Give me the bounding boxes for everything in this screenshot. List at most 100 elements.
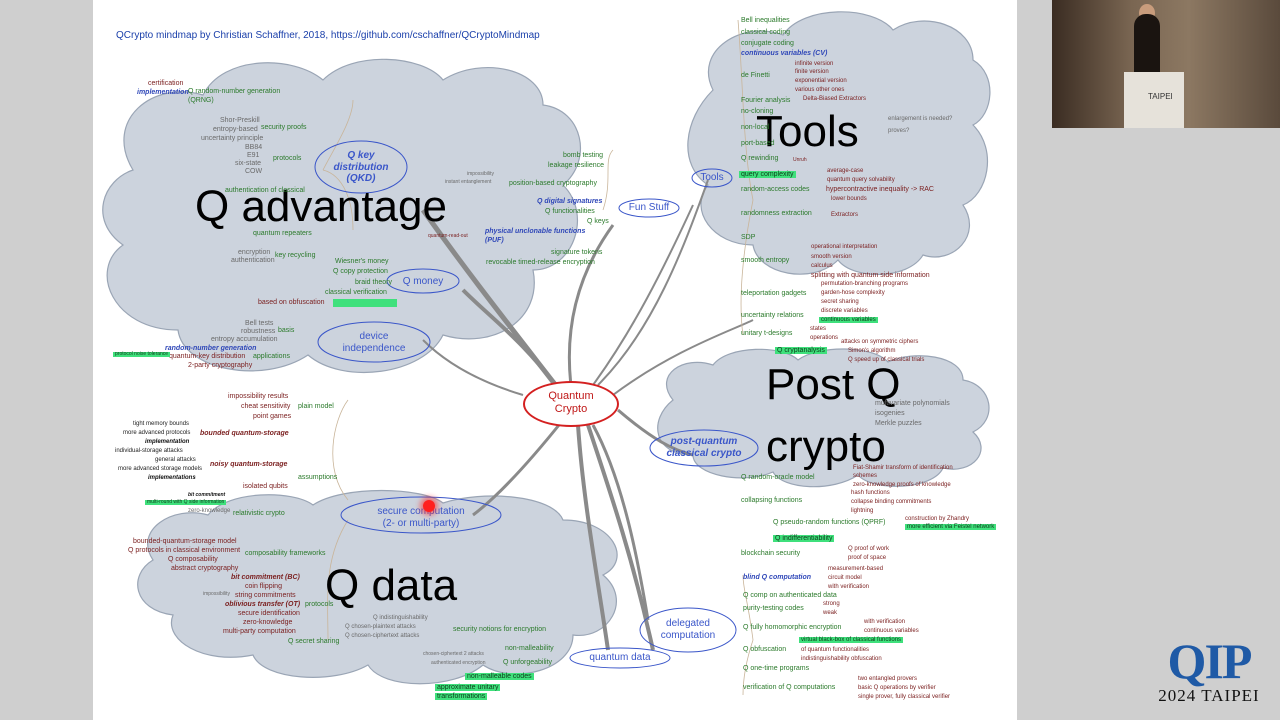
leaf-quantum-readout: quantum-read-out bbox=[428, 233, 468, 239]
leaf-blockchain: blockchain security bbox=[741, 550, 801, 557]
leaf-discrete-vars: discrete variables bbox=[821, 308, 868, 314]
leaf-basic-q-ops: basic Q operations by verifier bbox=[858, 685, 936, 691]
leaf-query-complexity: query complexity bbox=[739, 171, 796, 178]
leaf-uncertainty-rel: uncertainty relations bbox=[741, 312, 804, 319]
podium-logo: TAIPEI bbox=[1148, 92, 1173, 101]
leaf-composability: composability frameworks bbox=[245, 550, 326, 557]
leaf-bqsm: bounded quantum-storage bbox=[200, 430, 289, 437]
leaf-continuous-vars: continuous variables bbox=[819, 317, 878, 323]
leaf-virtual-black-box: virtual black-box of classical functions bbox=[799, 637, 904, 643]
leaf-entropy-based: entropy-based bbox=[213, 126, 258, 133]
leaf-collapse-binding: collapse binding commitments bbox=[851, 499, 932, 505]
leaf-simons: Simon's algorithm bbox=[848, 348, 896, 354]
leaf-based-on-obf: based on obfuscation bbox=[258, 299, 325, 306]
node-ellipses bbox=[314, 140, 759, 669]
leaf-authentication: authentication bbox=[231, 257, 275, 264]
leaf-secret-sharing: secret sharing bbox=[821, 299, 859, 305]
heading-q-advantage: Q advantage bbox=[195, 182, 447, 231]
leaf-operational-interp: operational interpretation bbox=[811, 244, 878, 250]
node-deleg-line-1: delegated bbox=[666, 618, 710, 629]
leaf-two-provers: two entangled provers bbox=[858, 676, 918, 682]
leaf-bit-commitment: bit commitment bbox=[188, 492, 226, 498]
leaf-one-time-programs: Q one-time programs bbox=[743, 665, 810, 672]
leaf-verification-q: verification of Q computations bbox=[743, 684, 836, 691]
leaf-q-functionalities: Q functionalities bbox=[545, 208, 595, 215]
branch-lines bbox=[420, 179, 754, 651]
leaf-uncertainty: uncertainty principle bbox=[201, 135, 264, 142]
leaf-key-recycling: key recycling bbox=[275, 252, 316, 259]
node-post-quantum: post-quantum classical crypto bbox=[651, 436, 757, 459]
leaf-q-composability: Q composability bbox=[168, 556, 218, 563]
leaf-more-advanced: more advanced protocols bbox=[123, 430, 191, 436]
node-sc-line-1: secure computation bbox=[377, 506, 465, 517]
leaf-perm-branching: permutation-branching programs bbox=[821, 281, 909, 287]
leaf-unitary-t: unitary t-designs bbox=[741, 330, 793, 337]
leaf-q-speed-up: Q speed up of classical trials bbox=[848, 357, 925, 363]
leaf-q-keys: Q keys bbox=[587, 218, 609, 225]
leaf-highlight-money bbox=[333, 299, 397, 307]
leaf-zero-knowledge: zero-knowledge bbox=[188, 508, 231, 514]
leaf-certification: certification bbox=[148, 80, 184, 87]
leaf-purity-testing: purity-testing codes bbox=[743, 605, 804, 612]
leaf-zhandry: construction by Zhandry bbox=[905, 516, 970, 522]
leaf-q-copy-protection: Q copy protection bbox=[333, 268, 388, 275]
leaf-operations: operations bbox=[810, 335, 839, 341]
leaf-implementations: implementations bbox=[148, 475, 196, 481]
leaf-q-indist: Q indistinguishability bbox=[373, 615, 428, 621]
leaf-no-cloning: no-cloning bbox=[741, 108, 774, 115]
leaf-cow: COW bbox=[245, 168, 263, 175]
leaf-chosen-ciphertext2: chosen-ciphertext 2 attacks bbox=[423, 651, 484, 657]
leaf-security-notions: security notions for encryption bbox=[453, 626, 546, 633]
leaf-general-attacks: general attacks bbox=[155, 457, 196, 463]
slide: QCrypto mindmap by Christian Schaffner, … bbox=[93, 0, 1017, 720]
leaf-non-local: non-local bbox=[741, 124, 770, 131]
leaf-qrng2: (QRNG) bbox=[188, 97, 214, 104]
node-qkd-line-3: (QKD) bbox=[346, 173, 376, 184]
speaker-camera-inset: TAIPEI bbox=[1052, 0, 1280, 128]
leaf-random-access: random-access codes bbox=[741, 186, 810, 193]
leaf-tight-memory: tight memory bounds bbox=[133, 421, 190, 427]
leaf-zero-knowledge2: zero-knowledge bbox=[243, 619, 293, 626]
qip-year: 2024 TAIPEI bbox=[1158, 686, 1260, 705]
leaf-strong: strong bbox=[823, 601, 840, 607]
leaf-instant-entanglement: instant entanglement bbox=[445, 179, 492, 185]
leaf-conjugate-coding: conjugate coding bbox=[741, 40, 794, 47]
leaf-impossibility-results: impossibility results bbox=[228, 393, 289, 400]
leaf-bit-commitment-bc: bit commitment (BC) bbox=[231, 574, 300, 581]
leaf-de-finetti: de Finetti bbox=[741, 72, 770, 79]
node-qkd-line-1: Q key bbox=[347, 150, 375, 161]
leaf-exponential-version: exponential version bbox=[795, 78, 847, 84]
leaf-assumptions: assumptions bbox=[298, 474, 338, 481]
leaf-finite-version: finite version bbox=[795, 69, 829, 75]
leaf-teleportation: teleportation gadgets bbox=[741, 290, 807, 297]
leaf-multi-party: multi-party computation bbox=[223, 628, 296, 635]
qip-logo: QIP bbox=[1167, 633, 1253, 689]
node-qkd-line-2: distribution bbox=[333, 161, 389, 173]
leaf-unitary-1: approximate unitary bbox=[435, 684, 501, 691]
leaf-coin-flipping: coin flipping bbox=[245, 583, 282, 590]
leaf-multi-round: multi-round with Q side information bbox=[145, 499, 227, 505]
leaf-q-unforgeability: Q unforgeability bbox=[503, 659, 553, 666]
mindmap-graphic bbox=[102, 11, 991, 696]
leaf-smooth-entropy: smooth entropy bbox=[741, 257, 790, 264]
leaf-various-other: various other ones bbox=[795, 87, 845, 93]
leaf-entropy-accumulation: entropy accumulation bbox=[211, 336, 278, 343]
center-line-1: Quantum bbox=[548, 390, 594, 402]
node-secure-computation: secure computation (2- or multi-party) bbox=[343, 506, 499, 529]
leaf-isogenies: isogenies bbox=[875, 410, 905, 417]
cloud-q-advantage bbox=[102, 58, 581, 373]
leaf-q-obfuscation: Q obfuscation bbox=[743, 646, 787, 653]
leaf-q-indiff: Q indifferentiability bbox=[773, 535, 835, 542]
leaf-q-query-solvability: quantum query solvability bbox=[827, 177, 895, 183]
leaf-with-verification2: with verification bbox=[864, 619, 906, 625]
leaf-proof-space: proof of space bbox=[848, 555, 887, 561]
speaker bbox=[1134, 14, 1160, 76]
podium bbox=[1124, 72, 1184, 128]
leaf-calculus: calculus bbox=[811, 263, 833, 269]
leaf-signature-tokens: signature tokens bbox=[551, 249, 603, 256]
leaf-with-verification: with verification bbox=[828, 584, 870, 590]
center-line-2: Crypto bbox=[554, 403, 588, 416]
mindmap-credit: QCrypto mindmap by Christian Schaffner, … bbox=[116, 30, 540, 41]
node-quantum-data: quantum data bbox=[589, 652, 651, 663]
center-node-quantum-crypto: Quantum Crypto bbox=[523, 381, 619, 427]
